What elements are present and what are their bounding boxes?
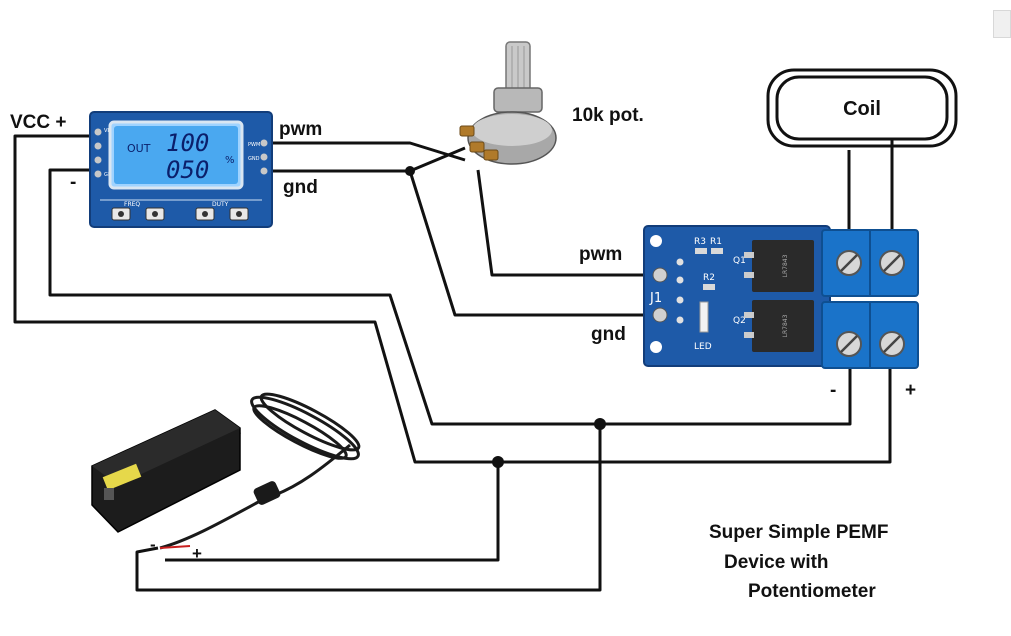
label-minus-left: - [70,172,76,193]
wire-gnd-module [48,168,852,426]
j1-header [652,258,684,324]
wire-pot-to-board-pwm [476,169,660,277]
pwm-generator-module: VIN+ GEN- PWM GND OUT 100 050 % FREQ DUT… [89,111,273,228]
mosfet-q2: LR7843 [744,300,814,352]
label-psu-plus: + [192,544,202,563]
junction-dot [594,418,606,430]
junction-dot [405,166,415,176]
wire-vcc-plus [13,134,892,464]
potentiometer: 10k pot. [459,41,644,165]
coil-label: Coil [843,98,881,120]
labels: VCC + - pwm gnd pwm gnd - + - + Super Si… [10,112,916,602]
label-gnd-board: gnd [591,324,626,345]
svg-text:LR7843: LR7843 [782,254,789,277]
wire-gnd-to-board [408,170,660,317]
svg-text:R3: R3 [694,237,706,247]
svg-text:LED: LED [694,342,712,352]
pot-label: 10k pot. [572,105,644,126]
svg-text:FREQ: FREQ [124,201,140,208]
mosfet-driver-board: J1 R3 R1 R2 Q1 Q2 LED LR7843 LR7843 [643,225,919,369]
svg-text:PWM: PWM [248,142,260,148]
terminal-power-input [821,301,919,369]
title-line-1: Super Simple PEMF [709,522,888,543]
svg-text:DUTY: DUTY [212,201,229,208]
svg-text:GND: GND [248,156,260,162]
wire-pwm-to-pot [272,141,466,162]
wires [13,134,894,592]
junction-dots [405,166,606,468]
coil: Coil [766,68,958,148]
svg-text:R2: R2 [703,273,715,283]
wire-psu-minus [135,424,602,592]
svg-text:J1: J1 [649,291,662,306]
label-pwm-board: pwm [579,244,622,265]
svg-text:Q2: Q2 [733,316,746,326]
junction-dot [492,456,504,468]
title-line-2: Device with [724,552,829,573]
label-gnd-top: gnd [283,177,318,198]
svg-text:LR7843: LR7843 [782,314,789,337]
power-adapter [91,392,361,550]
label-pwm-top: pwm [279,119,322,140]
wire-psu-plus [165,462,500,562]
label-vcc-plus: VCC + [10,112,67,133]
lcd-freq-value: 100 [166,129,209,157]
svg-text:R1: R1 [710,237,722,247]
mosfet-q1: LR7843 [744,240,814,292]
lcd-duty-value: 050 [166,156,209,184]
lcd-percent: % [225,155,235,166]
svg-text:Q1: Q1 [733,256,746,266]
label-psu-minus: - [150,535,156,554]
label-out-plus: + [905,380,916,401]
label-out-minus: - [830,380,836,401]
title-line-3: Potentiometer [748,581,876,602]
terminal-output [821,229,919,297]
lcd-out-label: OUT [127,142,151,155]
